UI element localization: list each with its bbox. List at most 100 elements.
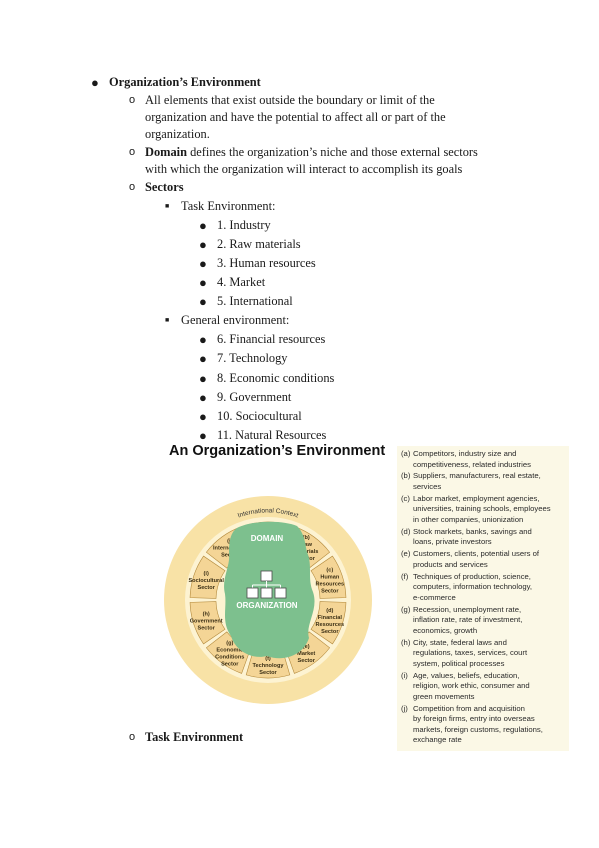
legend-key: (e) [401,549,411,559]
sub-bullet-marker: o [129,181,136,193]
bullet-marker: ● [199,256,207,271]
bullet-marker: ● [199,218,207,233]
sector-wedge [310,555,347,599]
heading-organizations-environment: Organization’s Environment [109,75,261,89]
general-item-government: 9. Government [217,390,292,404]
task-environment-label: Task Environment: [181,199,276,213]
bullet-marker: ● [199,409,207,424]
legend-item: (e)Customers, clients, potential users o… [401,549,567,570]
sectors-heading: Sectors [145,180,184,194]
legend-key: (h) [401,637,411,647]
task-item-market: 4. Market [217,275,266,289]
general-item-technology: 7. Technology [217,351,288,365]
legend-text-line: loans, private investors [413,537,492,547]
legend-key: (g) [401,604,411,614]
domain-line-2: with which the organization will interac… [145,162,463,176]
legend-text-line: products and services [413,559,488,569]
legend-text-line: Competitors, industry size and [413,449,517,458]
legend-text-line: Labor market, employment agencies, [413,493,540,503]
task-item-industry: 1. Industry [217,218,271,232]
legend-key: (c) [401,493,410,503]
legend-item: (g)Recession, unemployment rate,inflatio… [401,605,567,637]
square-bullet-marker: ■ [165,202,170,210]
legend-text-line: computers, information technology, [413,582,533,592]
environment-figure: An Organization’s Environment Internatio… [155,440,570,755]
task-item-raw-materials: 2. Raw materials [217,237,301,251]
legend-text-line: competitiveness, related industries [413,459,531,469]
bullet-marker: ● [199,237,207,252]
legend-item: (c)Labor market, employment agencies,uni… [401,494,567,526]
bullet-marker: ● [91,75,99,90]
general-item-sociocultural: 10. Sociocultural [217,409,302,423]
legend-text-line: inflation rate, rate of investment, [413,615,523,625]
bullet-marker: ● [199,428,207,443]
bullet-marker: ● [199,371,207,386]
task-environment-heading: Task Environment [145,730,244,744]
figure-title: An Organization’s Environment [169,443,386,459]
legend-text-line: Age, values, beliefs, education, [413,670,520,680]
legend-text-line: Recession, unemployment rate, [413,604,522,614]
legend-item: (i) Age, values, beliefs, education,relig… [401,671,567,703]
legend-text-line: system, political processes [413,658,505,668]
square-bullet-marker: ■ [165,316,170,324]
legend-text-line: Competition from and acquisition [413,703,525,713]
legend-text-line: by foreign firms, entry into overseas [413,714,535,724]
legend-key: (b) [401,471,411,481]
legend-key: (f) [401,571,409,581]
general-item-financial: 6. Financial resources [217,332,326,346]
legend-text-line: economics, growth [413,625,478,635]
domain-term: Domain [145,145,187,159]
bullet-marker: ● [199,390,207,405]
org-chart-icon [246,570,287,599]
legend-key: (i) [401,670,408,680]
definition-line-1: All elements that exist outside the boun… [145,93,435,107]
legend-key: (d) [401,526,411,536]
legend-text-line: e-commerce [413,592,456,602]
definition-line-3: organization. [145,127,210,141]
sector-wedge [310,601,347,645]
legend-key: (a) [401,449,411,458]
legend-text-line: Customers, clients, potential users of [413,549,540,559]
legend-text-line: City, state, federal laws and [413,637,507,647]
legend-item: (f) Techniques of production, science,com… [401,572,567,604]
bullet-marker: ● [199,332,207,347]
bullet-marker: ● [199,294,207,309]
legend-text-line: Stock markets, banks, savings and [413,526,532,536]
domain-label: DOMAIN [251,534,284,543]
legend-text-line: green movements [413,691,475,701]
legend-key: (j) [401,703,408,713]
bullet-marker: ● [199,351,207,366]
sector-wedge [189,601,226,645]
sub-bullet-marker: o [129,731,136,743]
legend-text-line: regulations, taxes, services, court [413,648,528,658]
general-environment-label: General environment: [181,313,290,327]
sub-bullet-marker: o [129,94,136,106]
general-item-economic: 8. Economic conditions [217,371,335,385]
legend-item: (b)Suppliers, manufacturers, real estate… [401,471,567,492]
legend-text-line: Suppliers, manufacturers, real estate, [413,471,541,481]
environment-wheel-diagram: International Context (a)IndustrySector(… [164,496,372,704]
sector-wedge [189,555,226,599]
sub-bullet-marker: o [129,146,136,158]
organization-label: ORGANIZATION [236,601,297,610]
definition-line-2: organization and have the potential to a… [145,110,446,124]
domain-line-1: Domain defines the organization’s niche … [145,144,478,161]
legend-text-line: Techniques of production, science, [413,571,531,581]
legend-text-line: religion, work ethic, consumer and [413,681,530,691]
legend-text-line: markets, foreign customs, regulations, [413,724,543,734]
domain-definition: defines the organization’s niche and tho… [187,145,478,159]
general-item-natural-resources: 11. Natural Resources [217,428,327,442]
task-item-human-resources: 3. Human resources [217,256,316,270]
